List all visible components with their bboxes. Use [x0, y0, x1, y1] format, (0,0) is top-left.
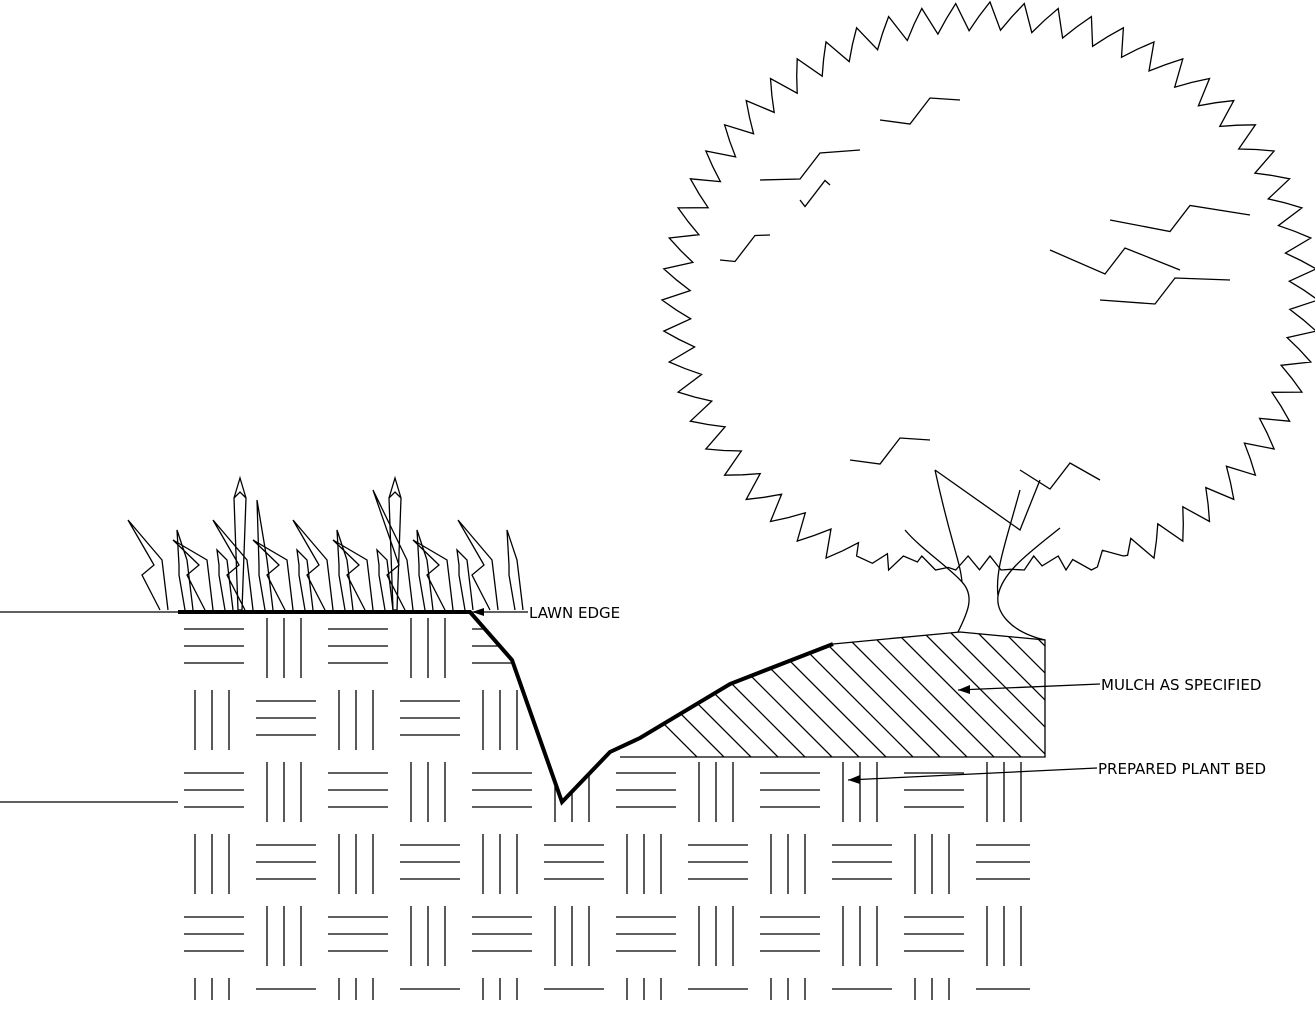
lawn-edge-profile [178, 610, 834, 806]
tree-trunk [904, 469, 1061, 641]
lawn-edge-label: LAWN EDGE [529, 604, 620, 622]
tree-icon [660, 0, 1315, 641]
plant-bed-label: PREPARED PLANT BED [1098, 760, 1266, 778]
tree-canopy [660, 0, 1315, 572]
mulch-outline [620, 631, 1046, 758]
mulch-label: MULCH AS SPECIFIED [1101, 676, 1261, 694]
lawn-edge-callout: LAWN EDGE [472, 604, 620, 622]
soil-hatch-pattern [184, 618, 1030, 1000]
mulch-hatch-pattern [610, 632, 1045, 757]
grass-clump-icon [127, 475, 524, 611]
mulch-callout: MULCH AS SPECIFIED [957, 676, 1261, 694]
plant-bed-callout: PREPARED PLANT BED [847, 760, 1266, 784]
